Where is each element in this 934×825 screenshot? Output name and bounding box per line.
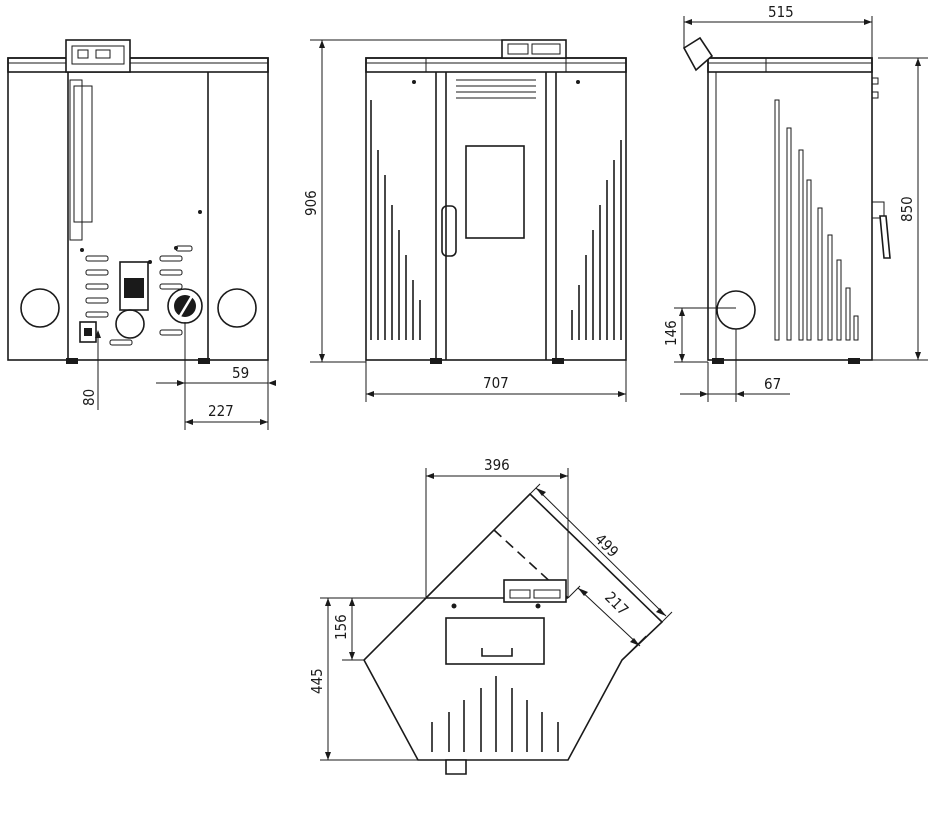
top-control-panel xyxy=(503,579,567,603)
dim-side-depth: 515 xyxy=(768,3,794,21)
top-body-outline xyxy=(363,492,664,761)
side-handle xyxy=(879,215,891,259)
side-view: 515 850 146 67 xyxy=(662,3,928,402)
dim-side-height: 850 xyxy=(898,196,916,222)
dim-front-width: 707 xyxy=(483,374,509,392)
side-control-panel xyxy=(682,36,714,72)
rear-right-air-inlet xyxy=(217,288,257,328)
front-door-handle xyxy=(441,205,457,257)
dim-top-total-depth: 445 xyxy=(308,668,326,694)
side-slots xyxy=(774,99,859,341)
front-control-panel xyxy=(501,39,567,59)
rear-vent-slots xyxy=(85,245,193,346)
side-top-rail xyxy=(707,57,873,73)
front-top-rail xyxy=(365,57,627,73)
front-body-outline xyxy=(365,57,627,361)
top-view: 396 499 217 156 445 xyxy=(308,456,673,775)
rear-control-box xyxy=(65,39,131,73)
rear-left-air-inlet xyxy=(20,288,60,328)
rear-top-rail xyxy=(7,57,269,73)
top-lid-handle xyxy=(481,648,513,657)
front-fire-window xyxy=(465,145,525,239)
rear-body-outline xyxy=(7,57,269,361)
side-body-outline xyxy=(707,57,873,361)
top-vent-slots xyxy=(431,676,559,752)
rear-socket xyxy=(79,321,97,343)
front-view: 906 707 xyxy=(302,39,627,402)
side-air-inlet xyxy=(716,290,756,330)
dim-top-side-length: 499 xyxy=(591,530,622,561)
dim-top-front-width: 396 xyxy=(484,456,510,474)
dim-side-flue-height: 146 xyxy=(662,320,680,346)
front-top-vent xyxy=(456,79,536,99)
front-right-side-slots xyxy=(571,140,622,340)
rear-view: 80 59 227 xyxy=(7,39,276,430)
dim-top-front-depth: 156 xyxy=(332,614,350,640)
dim-side-flue-offset: 67 xyxy=(764,375,781,393)
dim-back-flue-offset: 227 xyxy=(208,402,234,420)
dim-back-connection-height: 80 xyxy=(80,389,98,406)
dim-back-offset-right: 59 xyxy=(232,364,249,382)
top-handle xyxy=(445,759,467,775)
top-pellet-lid xyxy=(445,617,545,665)
front-left-side-slots xyxy=(370,100,421,340)
dim-front-height: 906 xyxy=(302,190,320,216)
